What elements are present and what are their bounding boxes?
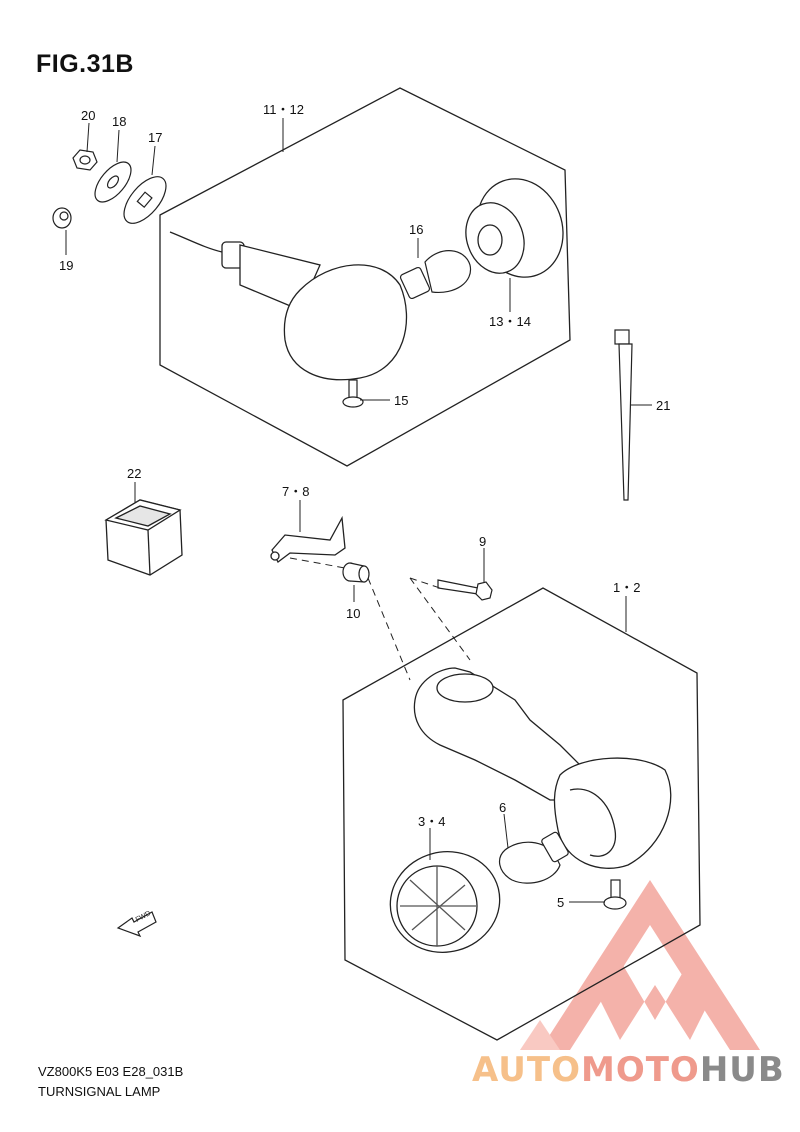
nut-20	[72, 149, 98, 171]
callout-6: 6	[499, 800, 506, 815]
callout-15: 15	[394, 393, 408, 408]
callout-5: 5	[557, 895, 564, 910]
upper-turn-signal-housing	[169, 231, 408, 381]
figure-name: TURNSIGNAL LAMP	[38, 1084, 161, 1099]
lower-lens-3-4	[389, 850, 501, 954]
upper-lens-13-14	[465, 178, 564, 278]
lower-bulb-6	[498, 831, 569, 884]
watermark-logo	[520, 880, 760, 1050]
screw-5	[603, 879, 627, 910]
callout-1-2: 1・2	[613, 580, 640, 595]
callout-7-8: 7・8	[282, 484, 309, 499]
callout-3-4: 3・4	[418, 814, 445, 829]
fwd-arrow-icon	[116, 911, 157, 938]
upper-bulb-16	[399, 250, 472, 300]
callout-9: 9	[479, 534, 486, 549]
bracket-7-8	[270, 515, 346, 563]
figure-title: FIG.31B	[36, 50, 134, 78]
grommet-19	[52, 207, 72, 229]
callout-18: 18	[112, 114, 126, 129]
upper-group-box	[159, 87, 571, 467]
callout-16: 16	[409, 222, 423, 237]
callout-10: 10	[346, 606, 360, 621]
lower-group-box	[342, 587, 701, 1041]
callout-21: 21	[656, 398, 670, 413]
callout-13-14: 13・14	[489, 314, 531, 329]
bolt-9	[437, 579, 493, 601]
model-code: VZ800K5 E03 E28_031B	[38, 1064, 184, 1079]
washer-17	[123, 176, 167, 224]
leader-lines	[65, 118, 652, 903]
cable-tie-21	[614, 329, 633, 501]
watermark-brand: AUTOMOTOHUB	[472, 1050, 785, 1090]
callout-11-12: 11・12	[263, 102, 304, 117]
screw-15	[342, 379, 364, 408]
brand-part-moto: MOTO	[580, 1050, 700, 1090]
brand-part-hub: HUB	[699, 1050, 785, 1090]
washer-18	[94, 161, 132, 203]
brand-part-auto: AUTO	[472, 1050, 581, 1090]
callout-17: 17	[148, 130, 162, 145]
relay-22	[104, 499, 183, 576]
callout-20: 20	[81, 108, 95, 123]
assembly-lines	[289, 557, 471, 681]
spacer-10	[342, 562, 370, 583]
lower-turn-signal-housing	[413, 667, 672, 869]
callout-22: 22	[127, 466, 141, 481]
callout-19: 19	[59, 258, 73, 273]
callout-labels: 20 18 17 19 11・12 16 13・14 15 21 22 7・8 …	[59, 102, 670, 910]
